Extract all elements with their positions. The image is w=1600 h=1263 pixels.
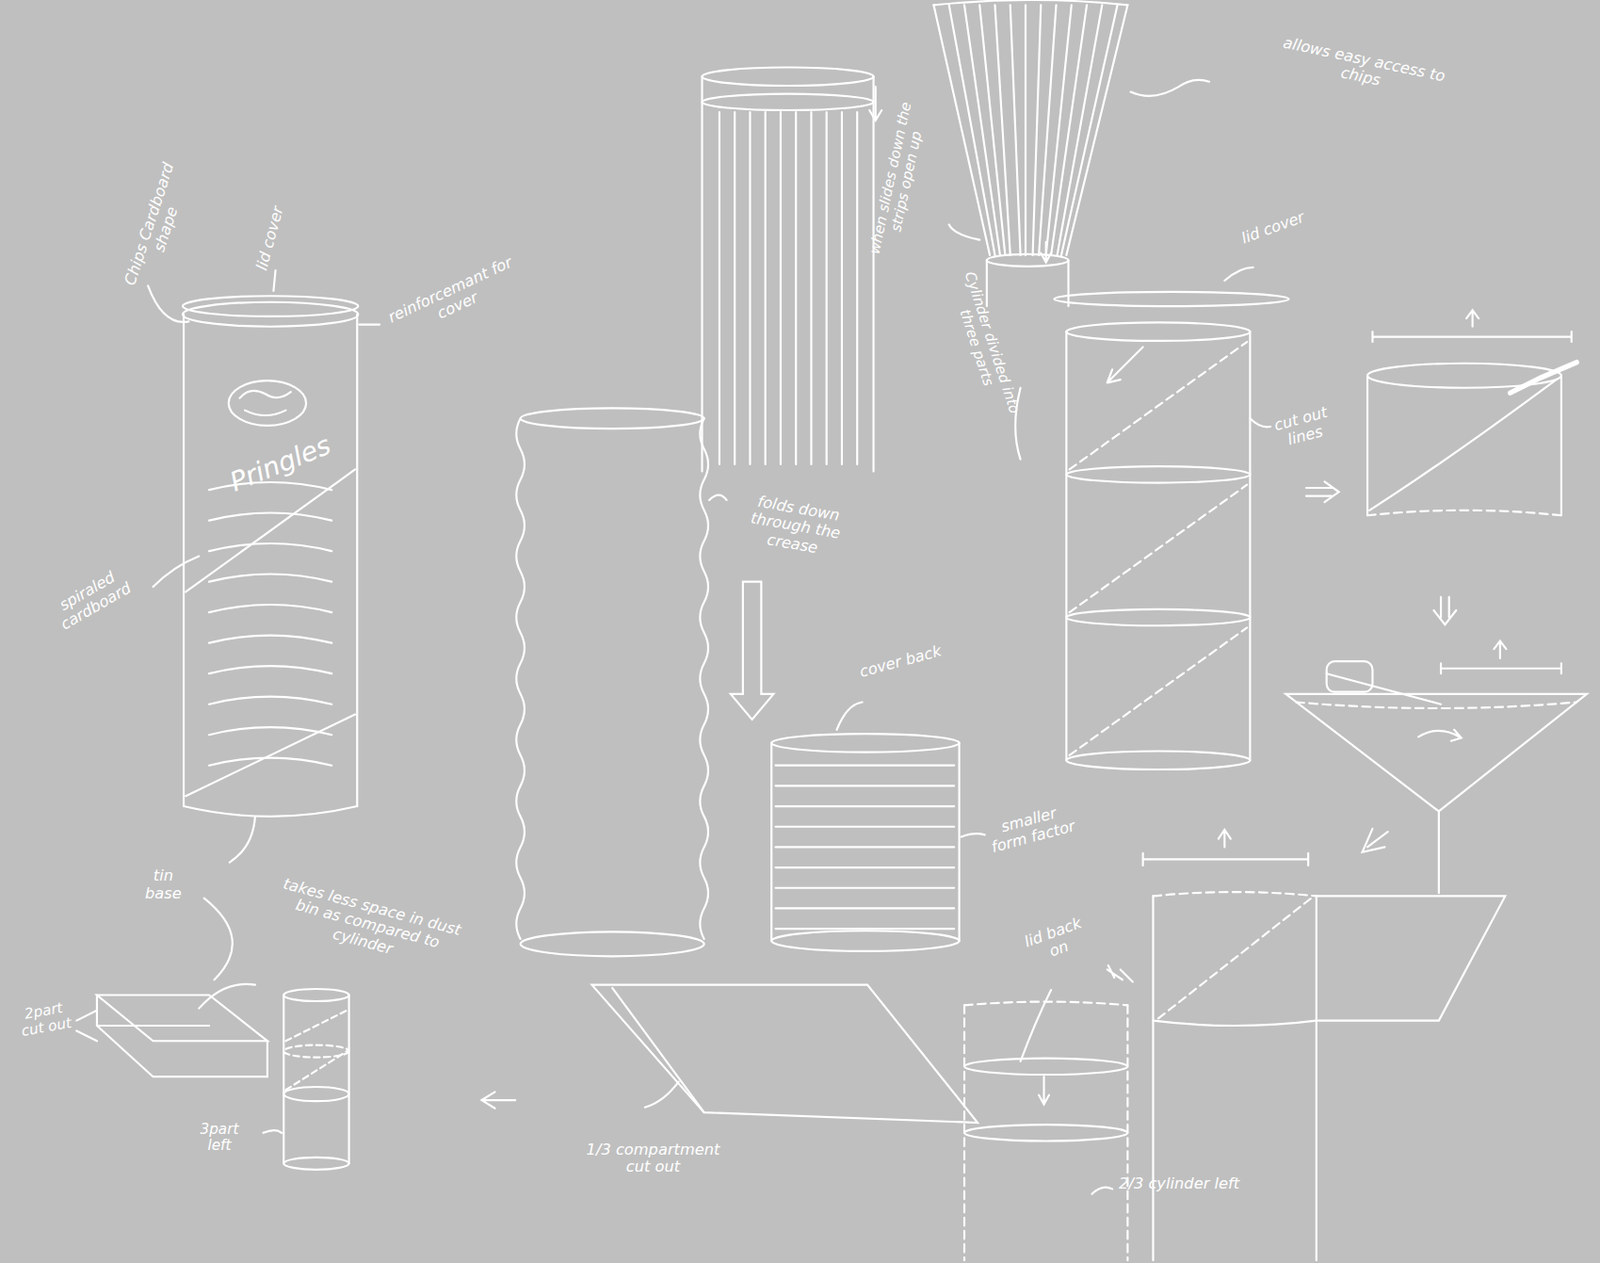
annotation-label: 2/3 cylinder left: [1115, 1175, 1243, 1194]
annotation-label: tin base: [137, 867, 189, 903]
annotation-label: 3part left: [188, 1120, 250, 1154]
annotation-label: takes less space in dust bin as compared…: [261, 872, 473, 976]
annotation-label: Cylinder divided into three parts: [943, 262, 1026, 429]
annotation-label: lid cover: [1233, 207, 1312, 250]
annotation-label: folds down through the crease: [723, 488, 869, 566]
annotation-label: reinforcemant for cover: [377, 249, 532, 347]
annotation-label: cover back: [856, 642, 945, 682]
annotation-label: Chips Cardboard shape: [114, 138, 202, 315]
annotation-label: 2part cut out: [13, 997, 78, 1040]
annotation-label: lid cover: [251, 196, 290, 281]
annotation-label: allows easy access to chips: [1274, 32, 1452, 104]
annotation-label: Pringles: [218, 427, 344, 502]
annotation-label: smaller form factor: [985, 800, 1079, 857]
annotation-label: lid back on: [1016, 912, 1096, 970]
annotation-label: spiraled cardboard: [30, 553, 154, 646]
annotation-label: when slides down the strips open up: [864, 96, 931, 263]
annotation-label: cut out lines: [1263, 401, 1342, 454]
annotation-label: 1/3 compartment cut out: [581, 1140, 726, 1176]
